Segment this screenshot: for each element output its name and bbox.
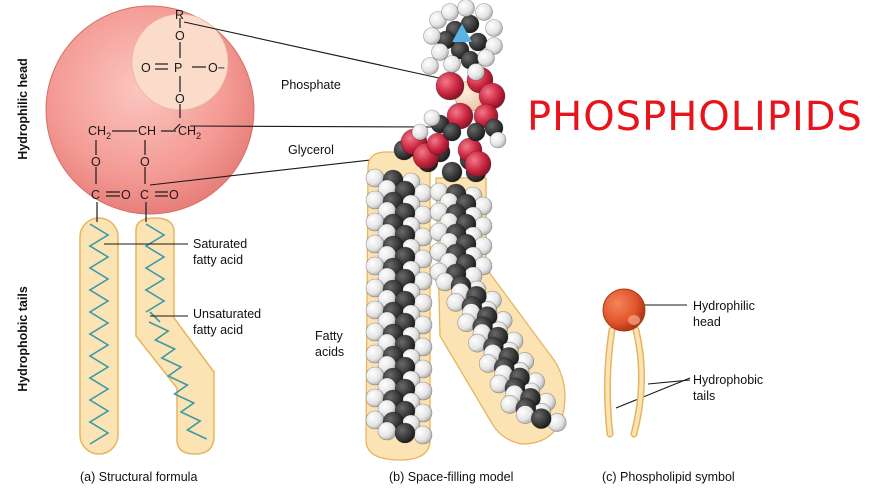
oxygen-atom	[464, 150, 492, 178]
chem-ch2-left: CH2	[88, 124, 111, 141]
chem-p: P	[174, 61, 182, 75]
fatty-acids-line1: Fatty	[315, 329, 343, 343]
unsaturated-zigzag-upper	[144, 223, 166, 313]
structural-formula: R O O P O− O CH2 CH CH2 O O C O C O	[45, 5, 255, 455]
symbol-tail-left-fill	[605, 328, 614, 436]
chem-o-top: O	[175, 29, 185, 43]
saturated-label: Saturated fatty acid	[193, 236, 247, 268]
hydrophilic-head-callout: Hydrophilic head	[693, 298, 755, 330]
hydrophilic-line2: head	[693, 315, 721, 329]
unsaturated-tail-band	[135, 217, 215, 455]
hydrogen-atom	[485, 37, 503, 55]
hydrogen-atom	[457, 0, 475, 17]
hydrogen-atom	[475, 3, 493, 21]
phosphate-label: Phosphate	[281, 78, 341, 92]
hydrogen-atom	[413, 425, 433, 445]
caption-structural-formula: (a) Structural formula	[80, 470, 198, 484]
chem-ch2-right: CH2	[178, 124, 201, 141]
caption-space-filling-model: (b) Space-filling model	[389, 470, 514, 484]
hydrogen-atom	[421, 57, 439, 75]
atoms	[365, 0, 567, 445]
hydrophilic-line1: Hydrophilic	[693, 299, 755, 313]
hydrophobic-line2: tails	[693, 389, 716, 403]
symbol-head-highlight	[628, 315, 640, 325]
unsaturated-label: Unsaturated fatty acid	[193, 306, 261, 338]
hydrogen-atom	[477, 49, 495, 67]
carbon-atom	[441, 161, 463, 183]
chem-o-glycerol-right: O	[140, 155, 150, 169]
hydrogen-atom	[377, 421, 397, 441]
hydrogen-atom	[431, 43, 449, 61]
carbon-atom	[466, 122, 486, 142]
hydrogen-atom	[423, 27, 441, 45]
saturated-tail-band	[79, 217, 119, 455]
nitrogen-atom	[452, 24, 472, 42]
caption-phospholipid-symbol: (c) Phospholipid symbol	[602, 470, 735, 484]
oxygen-atom	[435, 71, 465, 101]
chem-o-left: O	[141, 61, 151, 75]
oxygen-atom	[426, 132, 450, 156]
chem-o-minus: O−	[208, 61, 225, 75]
chem-r: R	[175, 8, 184, 22]
hydrogen-atom	[489, 131, 507, 149]
chem-ch: CH	[138, 124, 156, 138]
chem-o-ester-left: O	[121, 188, 131, 202]
phospholipid-symbol	[602, 288, 646, 438]
chem-o-ester-right: O	[169, 188, 179, 202]
unsaturated-zigzag-lower	[148, 321, 207, 440]
chem-o-bottom: O	[175, 92, 185, 106]
chem-c-right: C	[140, 188, 149, 202]
hydrogen-atom	[485, 19, 503, 37]
fatty-acids-label: Fatty acids	[315, 328, 344, 360]
carbon-atom	[442, 122, 462, 142]
hydrophobic-tails-callout: Hydrophobic tails	[693, 372, 763, 404]
saturated-zigzag	[88, 223, 110, 445]
hydrogen-atom	[429, 11, 447, 29]
unsaturated-line1: Unsaturated	[193, 307, 262, 321]
hydrophilic-head-label: Hydrophilic head	[16, 58, 30, 160]
hydrogen-atom	[467, 63, 485, 81]
hydrogen-atom	[441, 3, 459, 21]
carbon-atom	[394, 422, 416, 444]
hydrogen-atom	[411, 123, 429, 141]
hydrogen-atom	[423, 109, 441, 127]
chem-o-glycerol-left: O	[91, 155, 101, 169]
glycerol-label: Glycerol	[288, 143, 334, 157]
space-filling-model	[365, 0, 567, 461]
symbol-head	[602, 288, 646, 332]
symbol-tail-right-fill	[632, 328, 644, 436]
unsaturated-line2: fatty acid	[193, 323, 244, 337]
bonds	[95, 18, 206, 222]
fatty-acids-line2: acids	[315, 345, 345, 359]
page-title: PHOSPHOLIPIDS	[527, 94, 863, 140]
hydrogen-atom	[443, 55, 461, 73]
hydrophobic-line1: Hydrophobic	[693, 373, 764, 387]
saturated-line1: Saturated	[193, 237, 248, 251]
cis-double-bond	[149, 311, 161, 323]
chem-c-left: C	[91, 188, 100, 202]
hydrophobic-tails-label: Hydrophobic tails	[16, 286, 30, 392]
saturated-line2: fatty acid	[193, 253, 244, 267]
carbon-atom	[530, 408, 552, 429]
